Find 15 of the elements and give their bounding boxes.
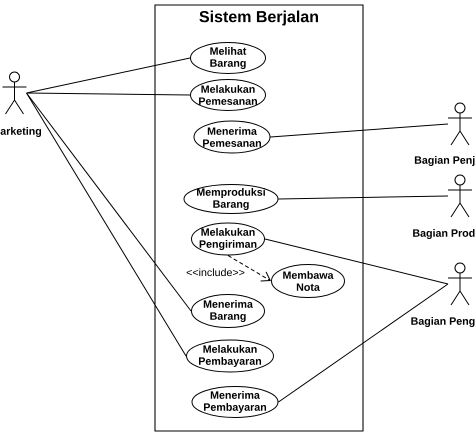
connector-line <box>264 238 448 284</box>
actor-label: Bagian Prod <box>413 229 475 239</box>
connector-line <box>26 58 190 94</box>
boundary-title: Sistem Berjalan <box>199 10 318 26</box>
connector-line <box>278 284 448 402</box>
arrow <box>228 255 271 282</box>
actor-label: Bagian Penj <box>414 156 474 166</box>
connector-line <box>26 92 186 356</box>
actor-label: Bagian Peng <box>411 317 474 327</box>
edge-label: <<include>> <box>184 267 246 278</box>
connector-line <box>26 92 192 312</box>
connector-line <box>270 124 448 138</box>
actor-label: arketing <box>0 127 42 137</box>
connector-line <box>26 92 190 96</box>
connector-line <box>278 196 448 200</box>
